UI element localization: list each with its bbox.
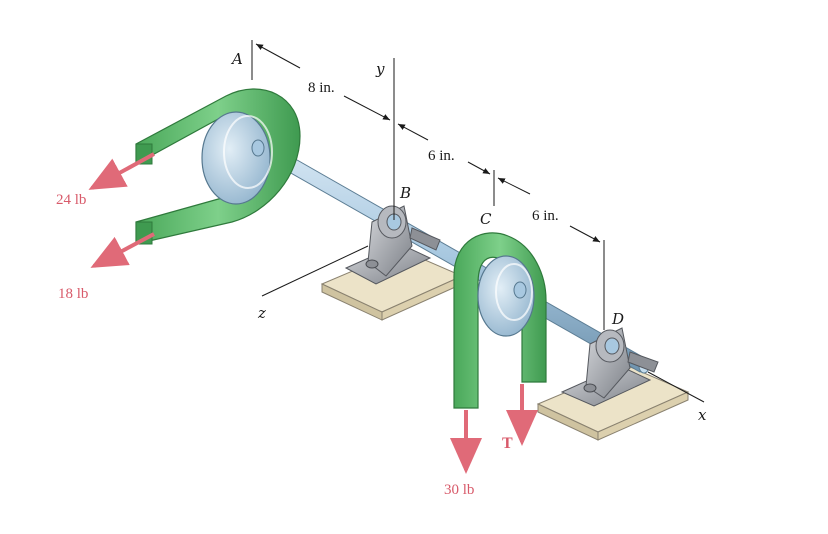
- force-arrow-18lb: [90, 232, 155, 268]
- point-label-d: D: [611, 310, 624, 328]
- dimension-label-bc: 6 in.: [428, 148, 455, 164]
- dimension-label-ab: 8 in.: [308, 80, 335, 96]
- shaft: [253, 139, 650, 374]
- base-plate-d: [536, 365, 690, 441]
- bearing-b: [344, 205, 441, 285]
- force-label-18lb: 18 lb: [58, 286, 88, 302]
- point-label-c: C: [480, 210, 492, 228]
- z-axis: [261, 245, 369, 297]
- force-arrow-24lb: [88, 152, 155, 190]
- point-label-b: B: [399, 184, 411, 202]
- pulley-a: [135, 88, 301, 245]
- bearing-d: [560, 327, 659, 407]
- base-plate-b: [320, 249, 464, 321]
- force-label-30lb: 30 lb: [444, 482, 474, 498]
- axis-label-x: x: [698, 406, 707, 424]
- axis-label-z: z: [257, 304, 266, 322]
- force-label-t: T: [502, 435, 513, 452]
- pulley-c: [453, 232, 547, 409]
- dimension-label-cd: 6 in.: [532, 208, 559, 224]
- dimension-lines: [251, 40, 605, 330]
- x-axis: [647, 371, 705, 403]
- axis-label-y: y: [375, 60, 385, 78]
- force-label-24lb: 24 lb: [56, 192, 86, 208]
- point-label-a: A: [230, 50, 243, 68]
